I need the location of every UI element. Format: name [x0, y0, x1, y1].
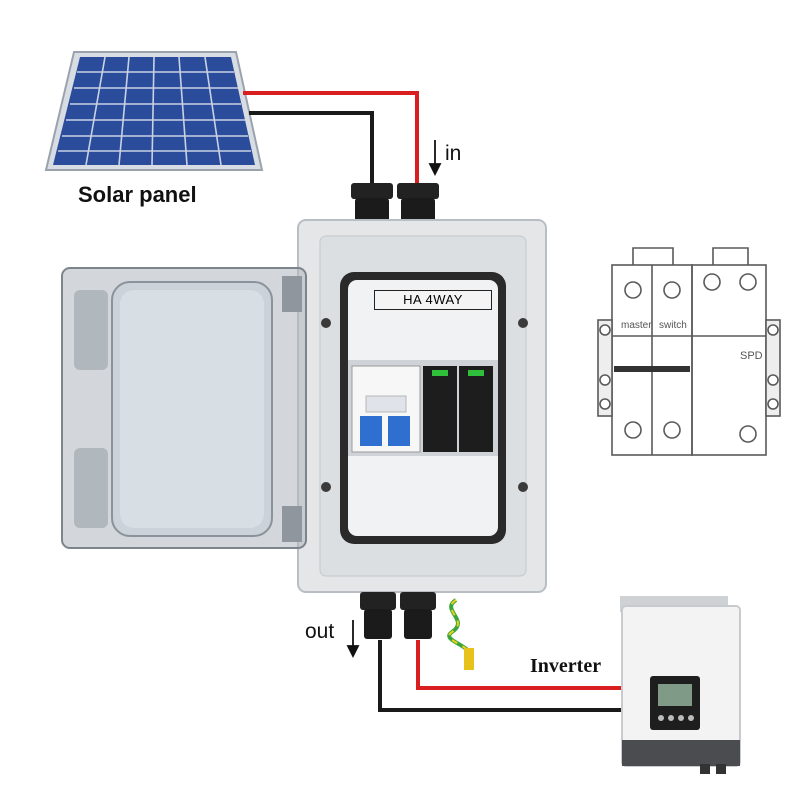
combiner-enclosure	[297, 219, 547, 593]
out-arrow	[346, 620, 360, 659]
combiner-box-title: HA 4WAY	[374, 290, 492, 310]
input-wires	[243, 91, 419, 183]
inverter-label: Inverter	[530, 655, 602, 677]
solar-panel-label: Solar panel	[78, 182, 197, 207]
solar-panel	[44, 51, 264, 171]
in-label: in	[445, 142, 462, 165]
schematic-master-label: master	[621, 320, 652, 331]
panel-grid-lines	[58, 56, 251, 166]
out-label: out	[305, 620, 335, 643]
output-wires	[378, 640, 622, 712]
schematic-switch-label: switch	[659, 320, 687, 331]
negative-wire-out	[378, 640, 622, 712]
negative-wire-in	[249, 111, 374, 183]
positive-wire-out	[416, 640, 622, 690]
earth-lead	[447, 598, 474, 670]
in-arrow	[428, 140, 442, 177]
cable-glands-bottom	[360, 592, 436, 639]
transparent-door	[61, 267, 307, 549]
positive-wire-in	[243, 91, 419, 183]
schematic-spd-label: SPD	[740, 350, 763, 362]
inverter	[620, 596, 741, 774]
wiring-schematic	[597, 247, 781, 456]
cable-glands-top	[351, 183, 439, 222]
